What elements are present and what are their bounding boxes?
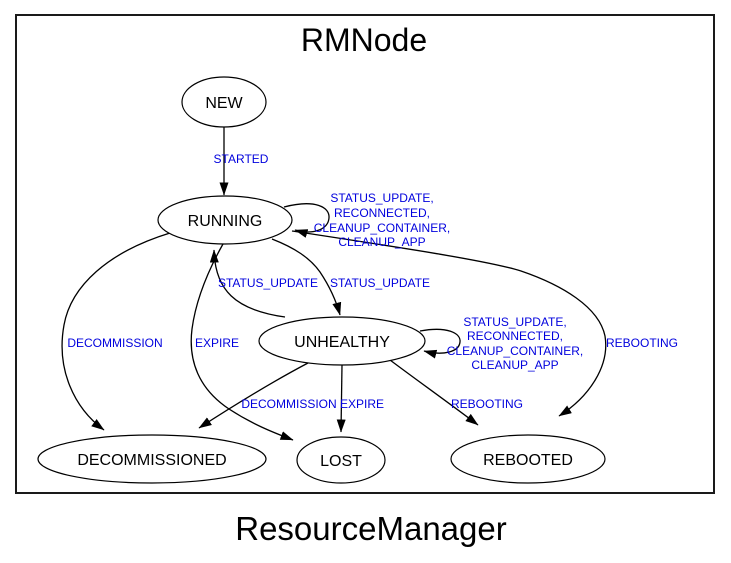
edge-unhealthy-to-decommissioned bbox=[198, 362, 309, 429]
state-node-unhealthy: UNHEALTHY bbox=[258, 316, 426, 366]
edge-label-started: STARTED bbox=[214, 152, 269, 166]
edge-labels: STARTED STATUS_UPDATE, RECONNECTED, CLEA… bbox=[67, 152, 678, 411]
state-label-lost: LOST bbox=[320, 453, 362, 470]
edge-unhealthy-self-loop bbox=[419, 328, 461, 359]
edge-running-self-loop bbox=[283, 203, 330, 238]
edge-label-running-self-loop: STATUS_UPDATE, RECONNECTED, CLEANUP_CONT… bbox=[314, 191, 450, 249]
edge-label-unhealthy-self-loop: STATUS_UPDATE, RECONNECTED, CLEANUP_CONT… bbox=[447, 315, 583, 372]
edge-label-running-to-rebooted: REBOOTING bbox=[606, 336, 678, 350]
svg-text:CLEANUP_APP: CLEANUP_APP bbox=[338, 235, 425, 249]
edge-label-running-to-unhealthy: STATUS_UPDATE bbox=[330, 276, 430, 290]
cluster-border bbox=[15, 14, 715, 494]
svg-text:RECONNECTED,: RECONNECTED, bbox=[467, 329, 563, 343]
state-node-decommissioned: DECOMMISSIONED bbox=[37, 434, 267, 484]
state-label-new: NEW bbox=[205, 95, 243, 112]
svg-text:RECONNECTED,: RECONNECTED, bbox=[334, 206, 430, 220]
edge-label-unhealthy-to-rebooted: REBOOTING bbox=[451, 397, 523, 411]
edge-running-to-decommissioned bbox=[61, 232, 171, 431]
state-node-rebooted: REBOOTED bbox=[450, 434, 606, 484]
nodes: NEW RUNNING UNHEALTHY DECOMMISSIONED LOS… bbox=[37, 76, 606, 484]
svg-text:CLEANUP_CONTAINER,: CLEANUP_CONTAINER, bbox=[447, 344, 583, 358]
state-node-running: RUNNING bbox=[157, 195, 293, 245]
graph-title: ResourceManager bbox=[235, 510, 506, 547]
state-label-running: RUNNING bbox=[188, 213, 263, 230]
edge-running-to-unhealthy bbox=[271, 238, 342, 316]
state-shape-new bbox=[181, 76, 267, 128]
cluster-title: RMNode bbox=[301, 22, 427, 58]
edge-unhealthy-to-running bbox=[209, 249, 286, 318]
edge-unhealthy-to-lost bbox=[336, 364, 346, 433]
edge-running-to-rebooted bbox=[291, 230, 607, 417]
state-shape-lost bbox=[296, 436, 386, 484]
edge-label-running-to-decommissioned: DECOMMISSION bbox=[67, 336, 162, 350]
state-node-lost: LOST bbox=[296, 436, 386, 484]
state-node-new: NEW bbox=[181, 76, 267, 128]
svg-text:STATUS_UPDATE,: STATUS_UPDATE, bbox=[330, 191, 433, 205]
state-label-rebooted: REBOOTED bbox=[483, 452, 573, 469]
state-shape-decommissioned bbox=[37, 434, 267, 484]
state-shape-rebooted bbox=[450, 434, 606, 484]
edge-unhealthy-to-rebooted bbox=[389, 359, 479, 426]
svg-text:CLEANUP_APP: CLEANUP_APP bbox=[471, 358, 558, 372]
state-shape-running bbox=[157, 195, 293, 245]
edge-label-unhealthy-to-lost: EXPIRE bbox=[340, 397, 384, 411]
edge-label-unhealthy-to-running: STATUS_UPDATE bbox=[218, 276, 318, 290]
edge-running-to-lost bbox=[190, 243, 294, 441]
edges bbox=[61, 127, 607, 441]
edge-label-unhealthy-to-decommissioned: DECOMMISSION bbox=[241, 397, 336, 411]
state-shape-unhealthy bbox=[258, 316, 426, 366]
state-label-decommissioned: DECOMMISSIONED bbox=[77, 452, 226, 469]
state-label-unhealthy: UNHEALTHY bbox=[294, 334, 390, 351]
svg-text:STATUS_UPDATE,: STATUS_UPDATE, bbox=[463, 315, 566, 329]
svg-text:CLEANUP_CONTAINER,: CLEANUP_CONTAINER, bbox=[314, 221, 450, 235]
edge-label-running-to-lost: EXPIRE bbox=[195, 336, 239, 350]
